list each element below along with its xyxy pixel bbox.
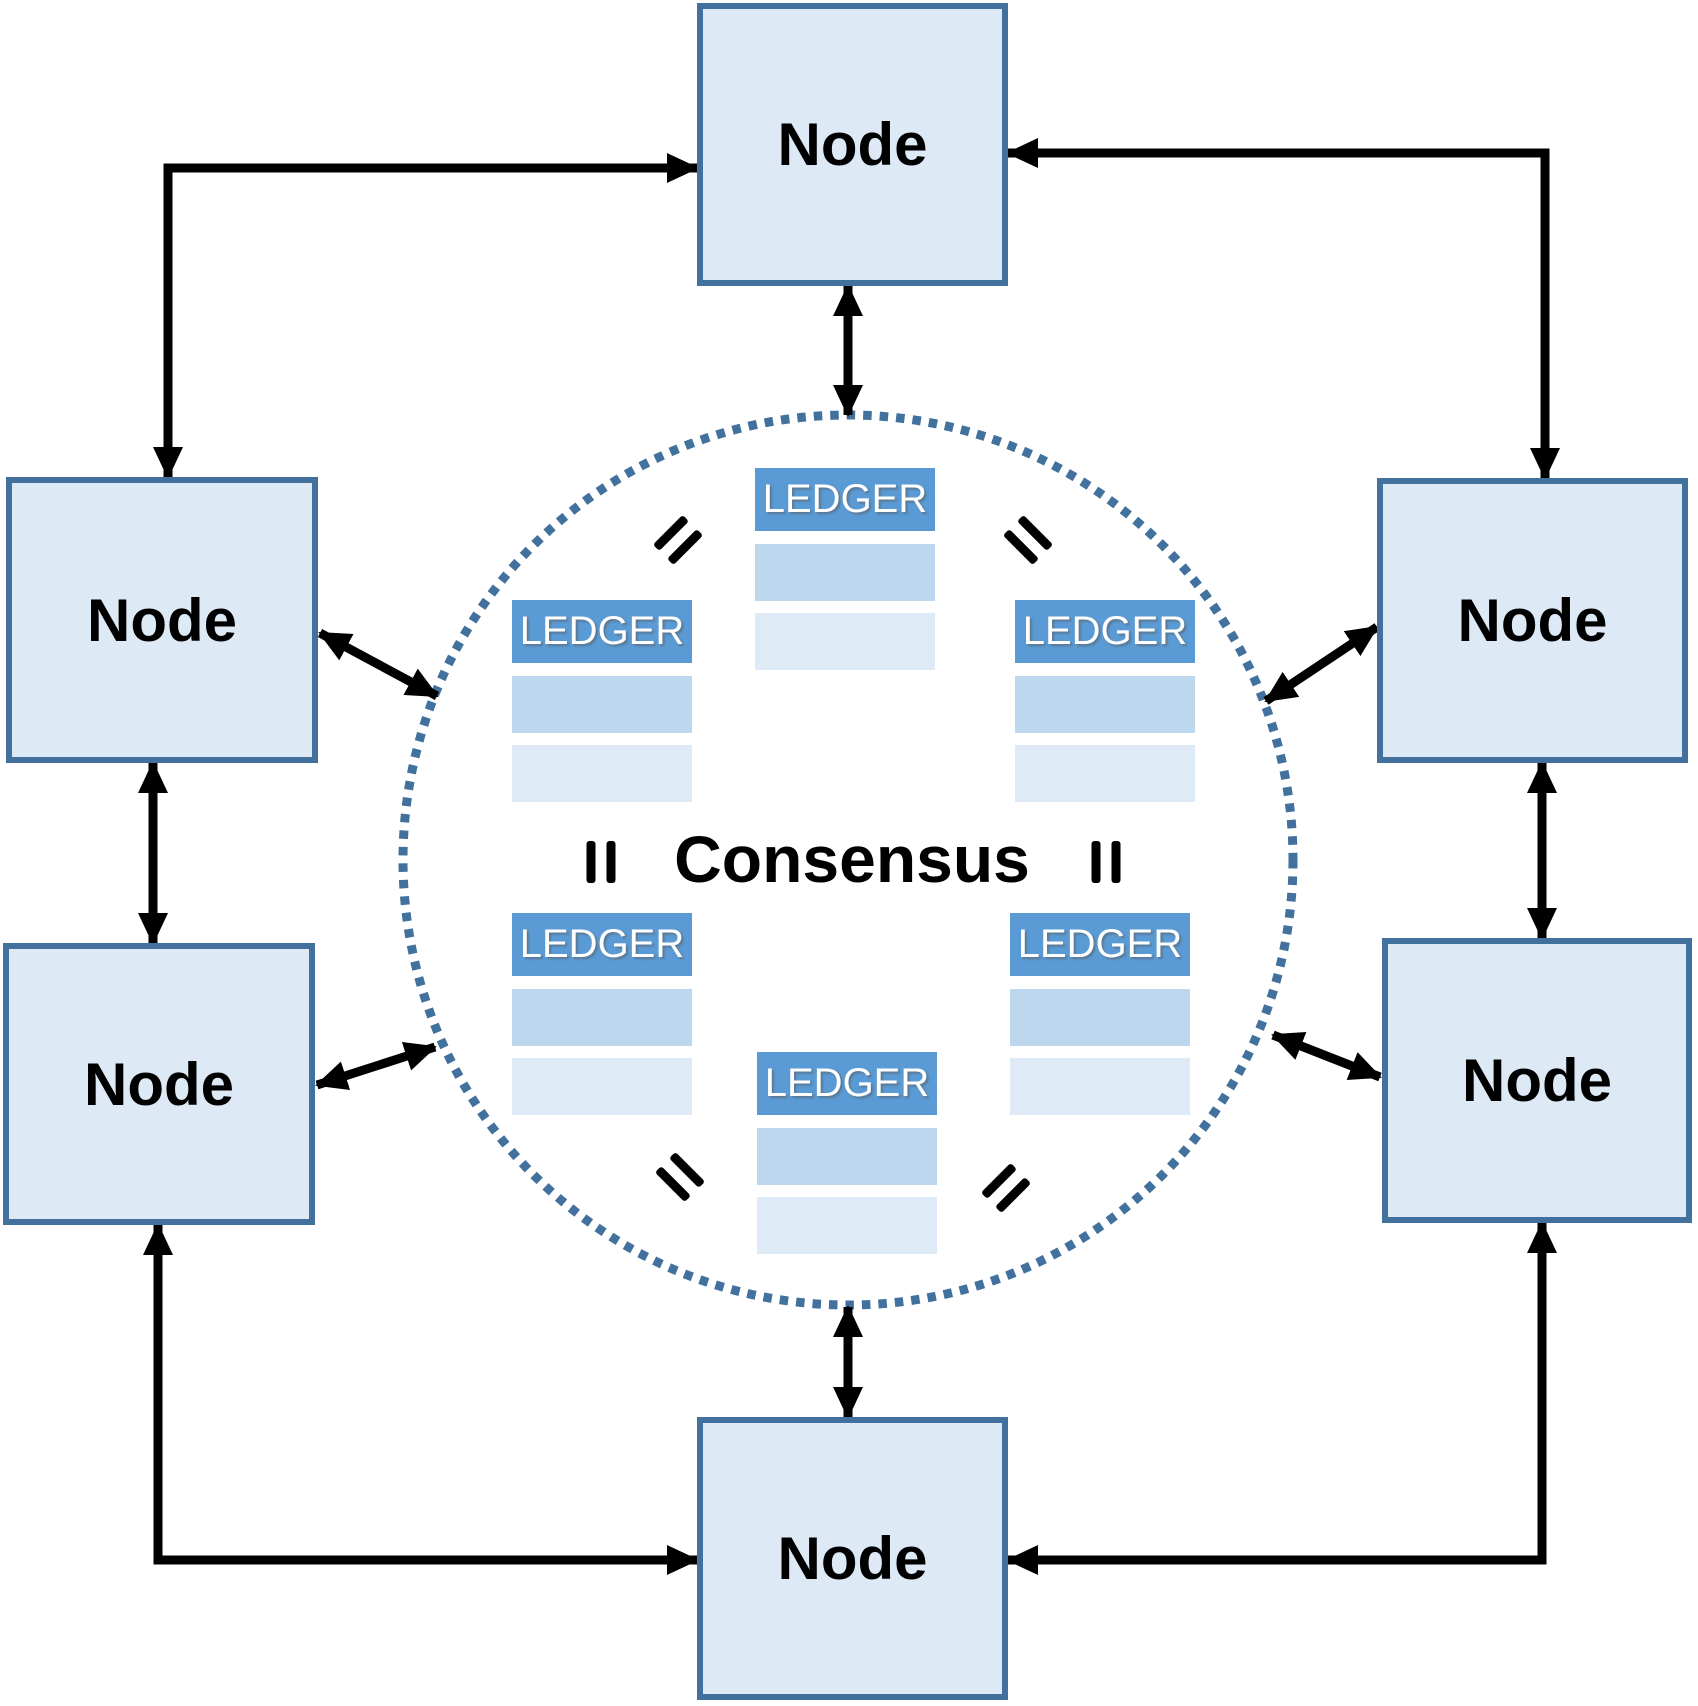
equals-bar	[606, 841, 616, 883]
node-box-top: Node	[697, 3, 1008, 286]
ledger-header: LEDGER	[757, 1052, 937, 1115]
ledger-table-lower-right: LEDGER	[1010, 913, 1190, 1115]
ledger-row	[1015, 676, 1195, 733]
node-label: Node	[87, 586, 237, 654]
node-label: Node	[84, 1050, 234, 1118]
ledger-row	[757, 1128, 937, 1185]
ledger-table-lower-left: LEDGER	[512, 913, 692, 1115]
ledger-header: LEDGER	[512, 600, 692, 663]
arrow-lowerright-to-circle	[1271, 1030, 1382, 1082]
node-label: Node	[1462, 1047, 1612, 1114]
arrow-upperright-to-top	[1006, 138, 1560, 480]
ledger-row	[1010, 989, 1190, 1046]
node-box-upper-left: Node	[6, 477, 318, 763]
node-label: Node	[777, 1525, 928, 1592]
arrow-lowerright-to-bottom	[1006, 1221, 1557, 1575]
equals-bar	[586, 841, 596, 883]
ledger-row	[512, 989, 692, 1046]
ledger-row	[512, 676, 692, 733]
consensus-title: Consensus	[674, 822, 1030, 896]
node-box-lower-right: Node	[1382, 938, 1692, 1223]
node-label: Node	[1457, 587, 1608, 654]
arrow-upperleft-to-circle	[317, 629, 440, 700]
ledger-row	[1015, 745, 1195, 802]
arrow-lowerleft-to-circle	[315, 1041, 437, 1091]
ledger-row	[1010, 1058, 1190, 1115]
ledger-header: LEDGER	[512, 913, 692, 976]
ledger-table-upper-left: LEDGER	[512, 600, 692, 802]
ledger-table-top-center: LEDGER	[755, 468, 935, 670]
equals-bar	[1091, 841, 1101, 883]
ledger-row	[757, 1197, 937, 1254]
equals-icon	[586, 841, 616, 883]
equals-bar	[1111, 841, 1121, 883]
ledger-row	[755, 613, 935, 670]
ledger-header: LEDGER	[1010, 913, 1190, 976]
node-box-bottom: Node	[697, 1417, 1008, 1700]
ledger-table-upper-right: LEDGER	[1015, 600, 1195, 802]
arrow-upperright-to-circle	[1263, 623, 1380, 705]
ledger-row	[755, 544, 935, 601]
ledger-header: LEDGER	[1015, 600, 1195, 663]
arrow-lowerleft-to-bottom	[143, 1223, 699, 1575]
ledger-header: LEDGER	[755, 468, 935, 531]
ledger-row	[512, 1058, 692, 1115]
arrow-upperleft-to-top	[153, 153, 699, 479]
ledger-row	[512, 745, 692, 802]
node-box-upper-right: Node	[1377, 478, 1688, 763]
equals-icon	[1091, 841, 1121, 883]
node-box-lower-left: Node	[3, 943, 315, 1225]
ledger-table-bottom-center: LEDGER	[757, 1052, 937, 1254]
node-label: Node	[777, 111, 928, 178]
